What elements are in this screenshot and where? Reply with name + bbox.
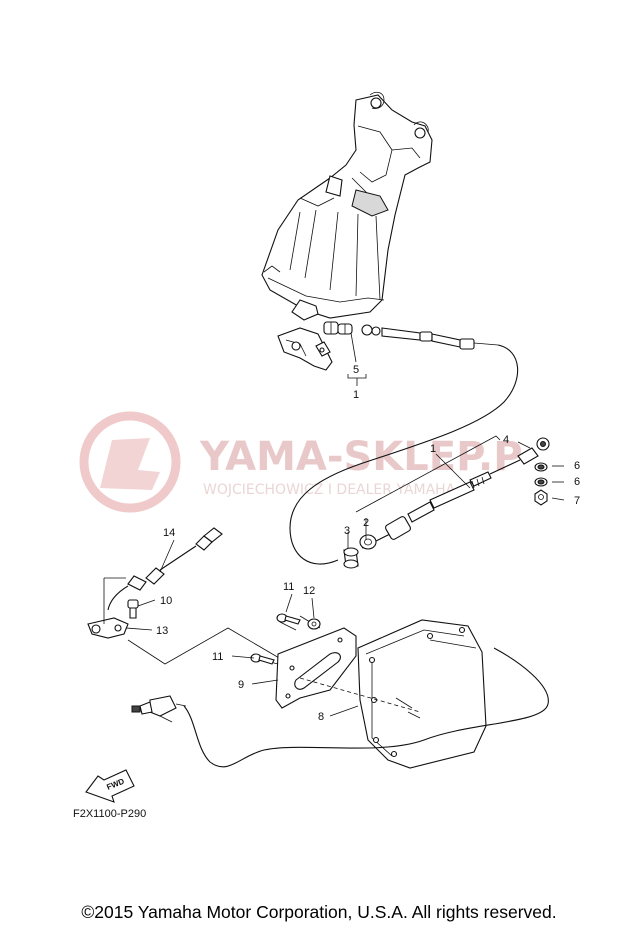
mounting-plate: [275, 627, 357, 709]
watermark-logo-icon: [79, 411, 181, 513]
sensor-harness: [107, 527, 223, 611]
screws-and-washer: [250, 613, 321, 665]
callout-numbers: 5 1 1 4 6 6 7 2 3 14 10 13 11 12 11 9 8: [156, 364, 580, 723]
callout-9: 9: [238, 679, 244, 691]
cable-end-assembly: [343, 437, 550, 569]
callout-5: 5: [353, 364, 359, 376]
callout-leaders: [125, 332, 565, 717]
callout-11-lower: 11: [212, 651, 223, 663]
callout-10: 10: [160, 595, 172, 607]
copyright-notice: ©2015 Yamaha Motor Corporation, U.S.A. A…: [81, 902, 557, 922]
harness-wiring: [131, 647, 549, 768]
callout-2: 2: [363, 517, 369, 529]
callout-6-upper: 6: [574, 460, 580, 472]
callout-8: 8: [318, 711, 324, 723]
fwd-arrow-icon: FWD: [85, 769, 135, 803]
callout-4: 4: [503, 434, 509, 446]
callout-13: 13: [156, 625, 168, 637]
callout-1: 1: [353, 389, 359, 401]
callout-11-upper: 11: [283, 581, 294, 593]
callout-7: 7: [574, 495, 580, 507]
callout-6-lower: 6: [574, 476, 580, 488]
steering-column-housing: [261, 91, 433, 321]
watermark-subtitle: WOJCIECHOWICZ I DEALER YAMAHA: [203, 482, 456, 498]
callout-14: 14: [163, 527, 175, 539]
watermark-title: YAMA-SKLEP.P: [199, 434, 523, 480]
cable-joints: [323, 321, 499, 350]
watermark: YAMA-SKLEP.P WOJCIECHOWICZ I DEALER YAMA…: [79, 411, 523, 513]
callout-3: 3: [344, 525, 350, 537]
callout-12: 12: [303, 585, 315, 597]
steering-cable: [289, 344, 519, 565]
diagram-code: F2X1100-P290: [73, 808, 147, 820]
bracket-with-bolt: [87, 577, 139, 639]
lower-bracket-assembly: [277, 327, 333, 371]
callout-1-cable: 1: [430, 443, 436, 455]
